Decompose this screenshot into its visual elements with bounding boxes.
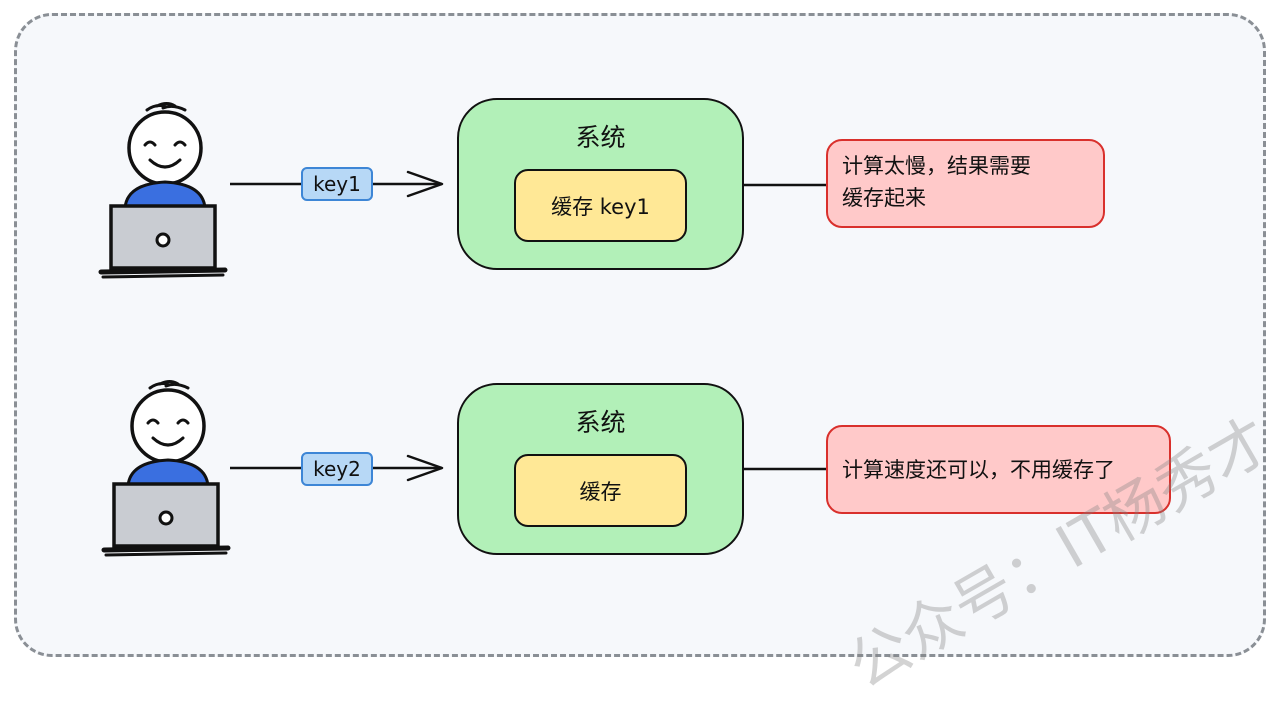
line-system-to-note-1 [744, 183, 828, 187]
note-1-line-2: 缓存起来 [842, 186, 926, 210]
system-title-1: 系统 [575, 123, 626, 152]
note-2-line-1: 计算速度还可以，不用缓存了 [842, 457, 1115, 482]
user-icon-1 [98, 102, 228, 279]
cache-box-1: 缓存 key1 [514, 169, 687, 242]
key-tag-2: key2 [301, 452, 373, 486]
key-tag-1: key1 [301, 167, 373, 201]
note-1: 计算太慢，结果需要 缓存起来 [826, 139, 1105, 228]
cache-box-2: 缓存 [514, 454, 687, 527]
line-system-to-note-2 [744, 467, 828, 471]
note-2: 计算速度还可以，不用缓存了 [826, 425, 1171, 514]
user-icon-2 [101, 380, 231, 557]
note-1-line-1: 计算太慢，结果需要 [842, 154, 1031, 178]
system-title-2: 系统 [575, 408, 626, 437]
